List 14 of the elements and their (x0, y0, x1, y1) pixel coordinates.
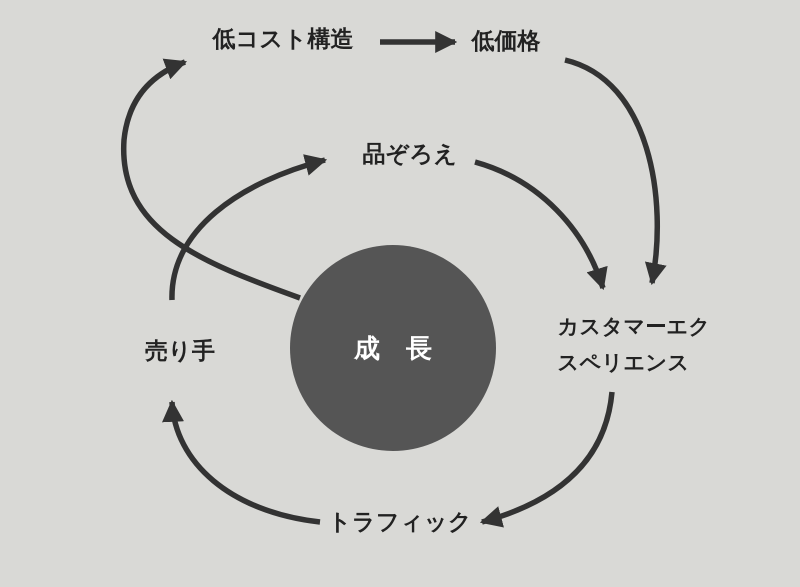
node-label: トラフィック (328, 504, 472, 542)
arrow (480, 392, 615, 527)
node-label: 低価格 (472, 24, 540, 60)
node-label: 品ぞろえ (362, 136, 458, 174)
node-label: カスタマーエクスペリエンス (558, 309, 722, 381)
node-label: 売り手 (145, 334, 215, 370)
arrow (121, 59, 301, 301)
arrow (564, 57, 666, 286)
growth-circle: 成 長 (290, 245, 496, 451)
arrow (474, 159, 607, 290)
arrow (164, 400, 320, 525)
arrow (380, 31, 458, 53)
node-label: 低コスト構造 (212, 22, 354, 58)
arrow (169, 154, 328, 300)
